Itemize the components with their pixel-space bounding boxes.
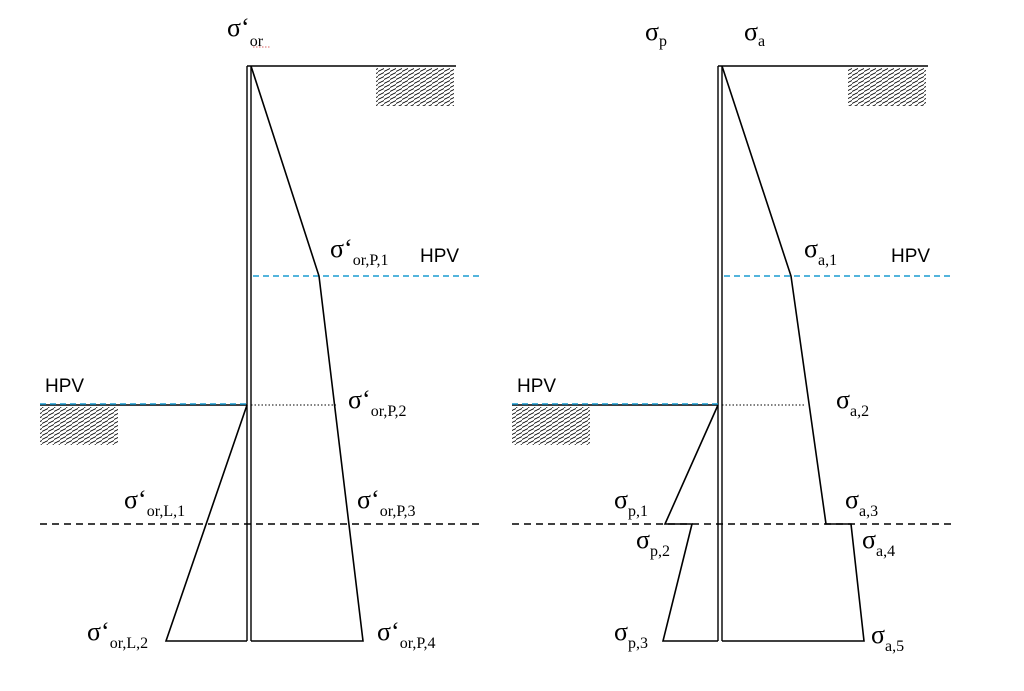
left-label-or-p2: σ‘or,P,2 [348,385,407,420]
left-soil-hatch-upper [376,68,454,106]
right-diagram: HPV HPV σp σa σa,1 σa,2 σa,3 σa,4 σa,5 σ… [512,17,952,655]
right-hpv-label-left: HPV [517,376,556,397]
left-label-or-p4: σ‘or,P,4 [377,617,436,652]
left-hpv-label-right: HPV [420,246,459,267]
left-passive-pressure-line [164,404,248,642]
left-sheet-wall [246,66,252,641]
right-label-p1: σp,1 [614,485,648,520]
left-label-or-l1: σ‘or,L,1 [124,485,185,520]
right-label-a3: σa,3 [845,485,878,520]
left-hpv-label-left: HPV [45,376,84,397]
left-label-or-l2: σ‘or,L,2 [87,617,148,652]
right-label-a1: σa,1 [804,234,837,269]
right-top-sigma-p-label: σp [645,17,667,50]
right-soil-hatch-lower [512,407,590,445]
right-hpv-label-right: HPV [891,246,930,267]
right-label-a2: σa,2 [836,385,869,420]
right-soil-hatch-upper [848,68,926,106]
right-sheet-wall [717,66,723,641]
left-active-pressure-line [250,65,364,642]
left-label-or-p3: σ‘or,P,3 [357,485,416,520]
right-active-pressure-line [721,65,865,642]
right-top-sigma-a-label: σa [744,17,765,50]
left-diagram: HPV HPV σ‘or σ‘or,P,1 σ‘or,P,2 σ‘or,P,3 … [40,13,482,652]
left-top-sigma-label: σ‘or [227,13,264,50]
right-label-p3: σp,3 [614,617,648,652]
right-label-a5: σa,5 [871,620,904,655]
right-passive-pressure-line [661,404,719,642]
right-label-p2: σp,2 [636,525,670,560]
left-label-or-p1: σ‘or,P,1 [330,234,389,269]
right-label-a4: σa,4 [862,525,895,560]
left-soil-hatch-lower [40,407,118,445]
